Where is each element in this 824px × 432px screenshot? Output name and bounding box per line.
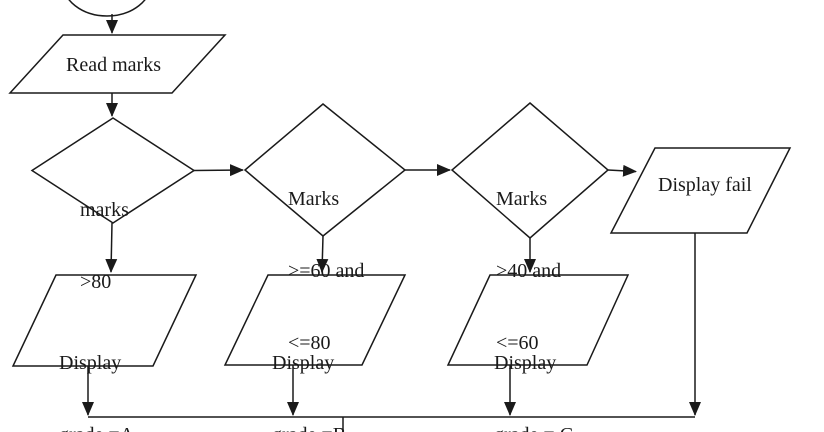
decision1-label: marks >80 — [80, 150, 129, 342]
display-grade-b-label-line1: Display — [272, 352, 335, 374]
edge-decision1-to-decision2 — [193, 164, 244, 177]
read-marks-parallelogram — [8, 34, 227, 94]
decision2-label-line3: <=80 — [288, 332, 331, 354]
display-fail-parallelogram — [609, 147, 792, 234]
display-grade-b-label-line2: grade =B — [272, 423, 346, 432]
decision1-label-line2: >80 — [80, 271, 112, 293]
edge-decision2-to-grade-b — [316, 235, 329, 273]
display-fail-label: Display fail — [658, 174, 752, 196]
display-grade-c-label-line2: grade = C — [494, 423, 573, 432]
edge-decision1-to-grade-a — [105, 222, 118, 273]
display-grade-c-label-line1: Display — [494, 352, 557, 374]
display-grade-c-label: Display grade = C — [494, 303, 573, 432]
decision3-label-line3: <=60 — [496, 332, 539, 354]
edge-decision3-to-fail — [607, 164, 637, 177]
read-marks-label: Read marks — [66, 54, 161, 76]
display-grade-a-label-line2: grade =A — [59, 423, 134, 432]
display-grade-a-parallelogram — [11, 274, 198, 367]
display-grade-a-label: Display grade =A — [59, 303, 134, 432]
decision2-label: Marks >=60 and <=80 — [288, 139, 364, 403]
decision3-label-line2: >40 and — [496, 260, 562, 282]
decision3-label-line1: Marks — [496, 188, 548, 210]
decision2-label-line1: Marks — [288, 188, 340, 210]
display-grade-b-label: Display grade =B — [272, 303, 346, 432]
decision1-diamond — [30, 117, 196, 224]
display-grade-c-parallelogram — [446, 274, 630, 366]
decision2-label-line2: >=60 and — [288, 260, 365, 282]
decision1-label-line1: marks — [80, 199, 129, 221]
decision3-label: Marks >40 and <=60 — [496, 139, 561, 403]
display-grade-a-label-line1: Display — [59, 352, 122, 374]
display-grade-b-parallelogram — [223, 274, 407, 366]
start-terminator-shape — [68, 0, 146, 17]
